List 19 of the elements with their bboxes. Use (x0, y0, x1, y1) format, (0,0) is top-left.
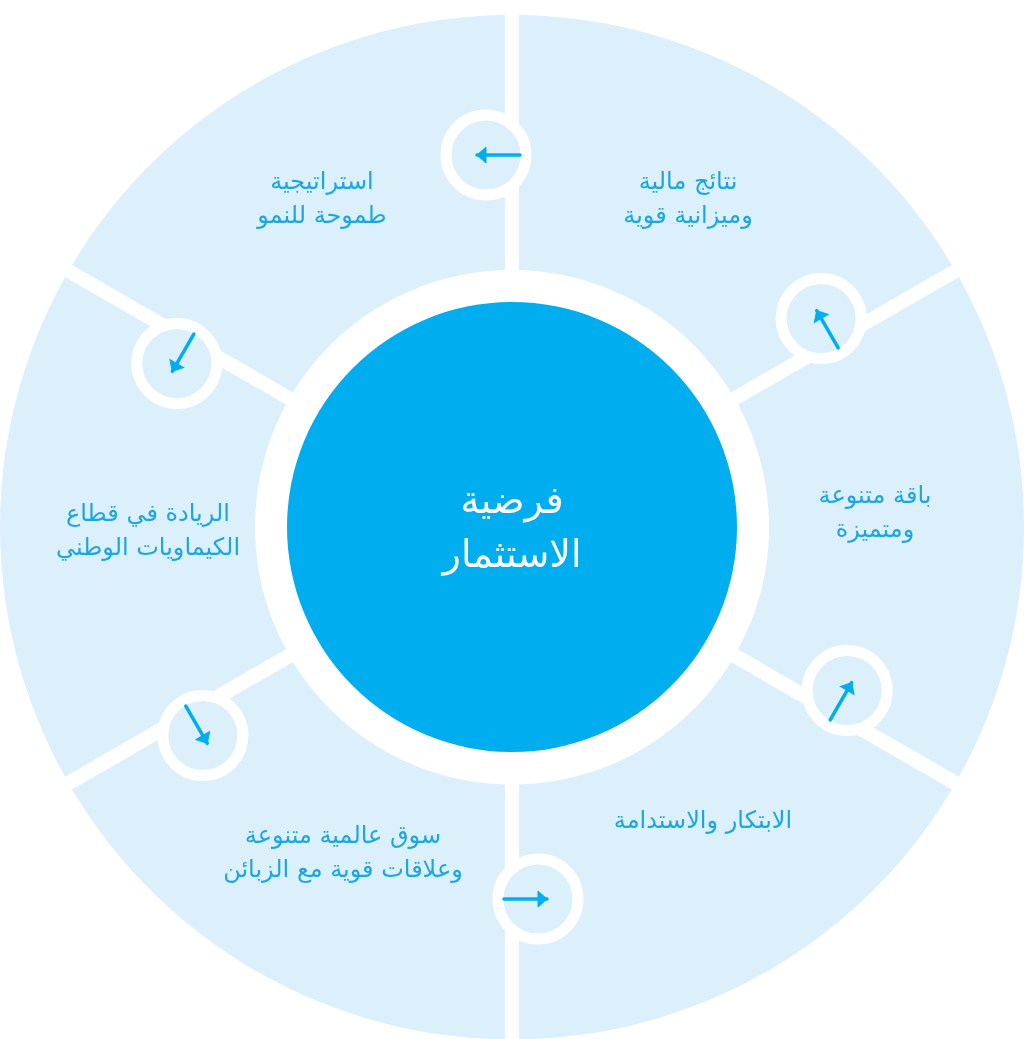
piece-label: الريادة في قطاع الكيماويات الوطني (54, 498, 242, 563)
puzzle-piece (0, 277, 286, 777)
center-title: فرضية الاستثمار (440, 477, 583, 578)
puzzle-piece (738, 277, 1024, 777)
piece-label: الابتكار والاستدامة (612, 805, 794, 836)
puzzle-piece (519, 15, 952, 393)
chevron-arrow (169, 332, 196, 374)
puzzle-piece (519, 661, 952, 1039)
chevron-arrow (475, 146, 522, 164)
puzzle-piece (72, 661, 505, 1039)
chevron-arrow (828, 680, 855, 722)
chevron-arrow (813, 308, 840, 350)
chevron-arrow (502, 890, 549, 908)
chevron-arrow (184, 704, 211, 746)
piece-label: نتائج مالية وميزانية قوية (622, 166, 754, 231)
puzzle-piece (72, 15, 505, 393)
piece-label: باقة متنوعة ومتميزة (817, 480, 933, 545)
piece-label: سوق عالمية متنوعة وعلاقات قوية مع الزبائن (222, 820, 464, 885)
piece-label: استراتيجية طموحة للنمو (255, 166, 388, 231)
